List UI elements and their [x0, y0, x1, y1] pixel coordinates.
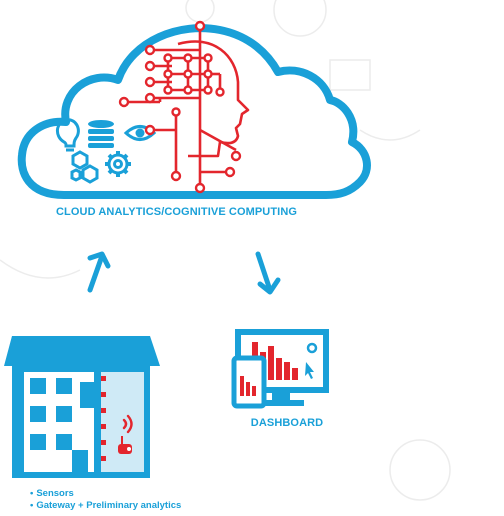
- wifi-icon: [122, 414, 133, 434]
- background-decoration: [0, 0, 451, 501]
- arrow-down-icon: [255, 251, 281, 295]
- cloud-shape: [17, 24, 371, 199]
- bullet-gateway: Gateway + Preliminary analytics: [30, 500, 181, 512]
- gear-icon: [105, 151, 131, 177]
- building-bullet-list: Sensors Gateway + Preliminary analytics: [30, 488, 181, 512]
- bullet-sensors: Sensors: [30, 488, 181, 500]
- arrow-up-icon: [87, 251, 111, 293]
- smartphone-icon: [231, 355, 267, 409]
- circuit-nodes: [118, 20, 242, 194]
- hexagon-cluster-icon: [70, 150, 99, 184]
- dashboard-label: DASHBOARD: [250, 417, 324, 429]
- gateway-device: [118, 436, 132, 454]
- lightbulb-icon: [56, 118, 80, 152]
- cloud-analytics-label: CLOUD ANALYTICS/COGNITIVE COMPUTING: [56, 206, 298, 218]
- database-icon: [88, 120, 114, 148]
- building-icon: [4, 336, 160, 478]
